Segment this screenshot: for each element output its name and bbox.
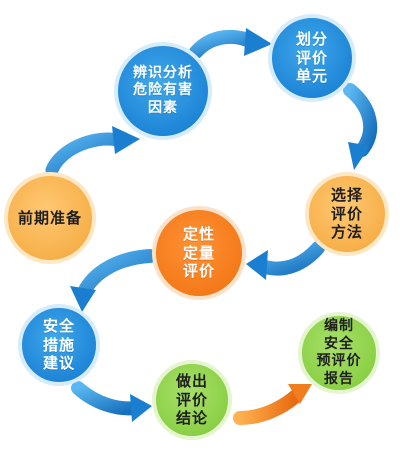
node-prep-label: 前期准备 — [17, 208, 82, 227]
arrow-prep-to-identify — [45, 126, 140, 177]
node-prep: 前期准备 — [4, 172, 96, 264]
node-qualitative-quantitative-label: 定性 定量 评价 — [182, 224, 215, 281]
node-qualitative-quantitative: 定性 定量 评价 — [152, 206, 246, 300]
arrow-safety-to-conclusion — [71, 381, 152, 422]
node-conclusion-label: 做出 评价 结论 — [175, 371, 208, 428]
arrow-conclusion-to-report — [233, 384, 312, 425]
node-report-label: 编制 安全 预评价 报告 — [316, 318, 362, 387]
node-divide-units-label: 划分 评价 单元 — [295, 29, 328, 86]
arrow-divide-to-select — [343, 83, 377, 170]
arrow-identify-to-divide — [189, 28, 272, 59]
node-identify-hazards-label: 辨识分析 危险有害 因素 — [133, 64, 193, 116]
node-conclusion: 做出 评价 结论 — [152, 360, 232, 440]
arrow-qualitative-to-safety — [70, 249, 157, 312]
node-safety-measures: 安全 措施 建议 — [18, 304, 100, 386]
node-identify-hazards: 辨识分析 危险有害 因素 — [114, 42, 212, 140]
node-safety-measures-label: 安全 措施 建议 — [42, 316, 75, 373]
node-select-method: 选择 评价 方法 — [305, 172, 389, 256]
node-select-method-label: 选择 评价 方法 — [330, 185, 363, 242]
arrow-select-to-qualitative — [246, 241, 325, 280]
node-divide-units: 划分 评价 单元 — [268, 14, 356, 102]
node-report: 编制 安全 预评价 报告 — [298, 312, 380, 394]
